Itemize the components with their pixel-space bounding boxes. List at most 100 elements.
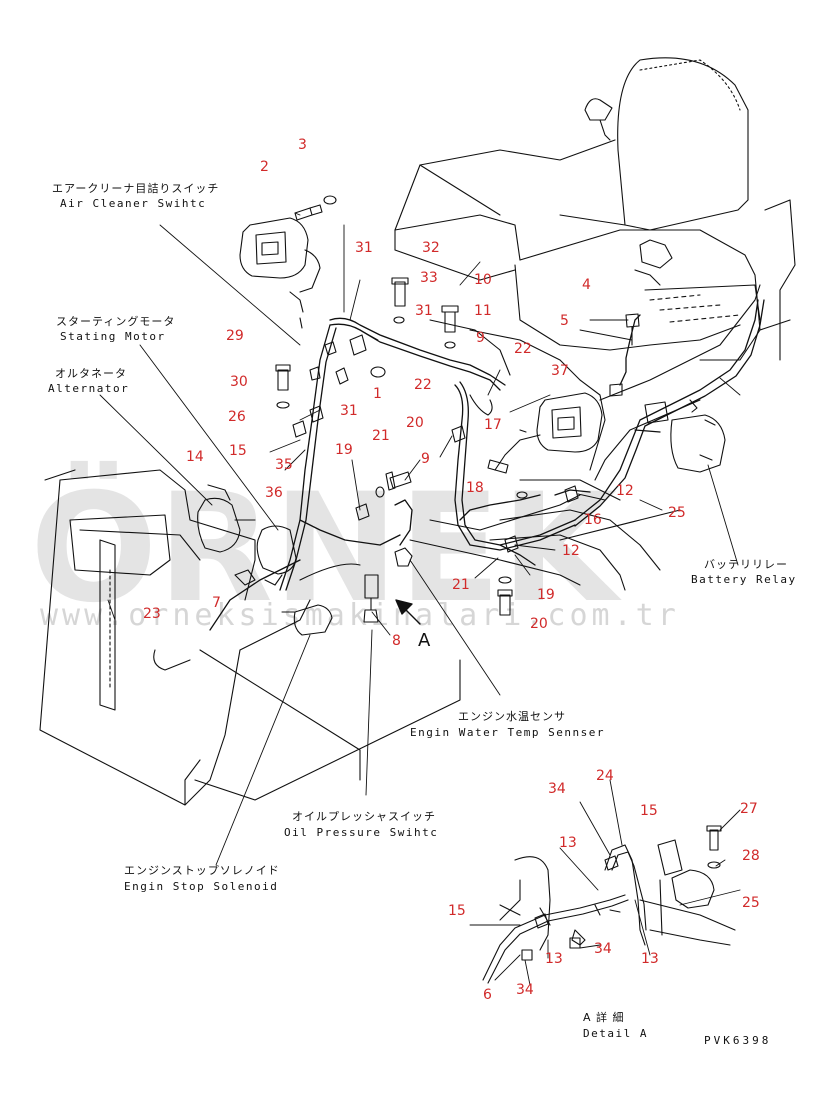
work-lamp-left	[239, 217, 321, 329]
engine-frame	[39, 469, 461, 806]
callout-34-detail-bottom: 34	[516, 982, 534, 998]
wiring-harness	[209, 299, 765, 631]
callout-19-lower: 19	[537, 587, 555, 603]
battery-relay	[670, 399, 726, 473]
callout-11: 11	[474, 303, 492, 319]
callout-13-detail-b: 13	[545, 951, 563, 967]
alternator-label-ja: オルタネータ	[55, 367, 127, 380]
watermark-brand: ÖRNEK	[30, 460, 622, 636]
alternator-label-en: Alternator	[48, 382, 130, 395]
bolt-20-upper	[375, 471, 412, 498]
callout-34-detail-mid: 34	[594, 941, 612, 957]
callout-33: 33	[420, 270, 438, 286]
air-cleaner-switch-label-ja: エアークリーナ目詰りスイッチ	[52, 182, 220, 195]
callout-31-mid: 31	[415, 303, 433, 319]
callout-15-main: 15	[229, 443, 247, 459]
watermark-url: www.orneksismakinalari.com.tr	[40, 598, 680, 633]
water-temp-sensor	[394, 547, 413, 567]
washer-3	[323, 195, 337, 205]
callout-10: 10	[474, 272, 492, 288]
bolt-11	[441, 305, 459, 349]
callout-23: 23	[143, 606, 161, 622]
engine-stop-solenoid-label-en: Engin Stop Solenoid	[124, 880, 279, 893]
bolt-18	[487, 459, 528, 499]
callout-20-upper: 20	[406, 415, 424, 431]
callout-12-lower: 12	[562, 543, 580, 559]
detail-a-title-ja: A 詳 細	[583, 1011, 625, 1024]
view-marker-a: A	[418, 630, 431, 651]
callout-31-lower: 31	[340, 403, 358, 419]
starting-motor	[234, 525, 297, 586]
callout-15-detail-left: 15	[448, 903, 466, 919]
callout-24: 24	[596, 768, 614, 784]
callout-25-detail: 25	[742, 895, 760, 911]
operator-seat	[394, 57, 796, 361]
callout-15-detail-top: 15	[640, 803, 658, 819]
callout-9-upper: 9	[476, 330, 485, 346]
callout-31-top: 31	[355, 240, 373, 256]
callout-5: 5	[560, 313, 569, 329]
callout-34-detail-top: 34	[548, 781, 566, 797]
view-arrow-a	[395, 599, 421, 625]
detail-a-drawing	[482, 825, 736, 984]
bolt-33	[391, 277, 409, 324]
clamps	[292, 334, 579, 553]
oil-pressure-switch-label-ja: オイルプレッシャスイッチ	[292, 810, 436, 823]
callout-26: 26	[228, 409, 246, 425]
oil-pressure-switch-label-en: Oil Pressure Swihtc	[284, 826, 439, 839]
callout-30: 30	[230, 374, 248, 390]
relay-4	[609, 313, 640, 397]
callout-2: 2	[260, 159, 269, 175]
alternator	[197, 484, 256, 553]
battery-relay-label-ja: バッテリリレー	[704, 558, 788, 571]
callout-21-lower: 21	[452, 577, 470, 593]
callout-29: 29	[226, 328, 244, 344]
callout-7: 7	[212, 595, 221, 611]
callout-36: 36	[265, 485, 283, 501]
bolt-2	[294, 204, 323, 221]
callout-17: 17	[484, 417, 502, 433]
engine-stop-solenoid	[281, 604, 333, 636]
callout-13-detail-a: 13	[559, 835, 577, 851]
callout-37: 37	[551, 363, 569, 379]
callout-18: 18	[466, 480, 484, 496]
callout-22-lower: 22	[414, 377, 432, 393]
detail-a-title-en: Detail A	[583, 1027, 648, 1040]
leader-lines	[99, 212, 741, 986]
water-temp-sensor-label-en: Engin Water Temp Sennser	[410, 726, 605, 739]
water-temp-sensor-label-ja: エンジン水温センサ	[458, 710, 566, 723]
bolt-20-lower	[497, 576, 513, 616]
callout-13-detail-c: 13	[641, 951, 659, 967]
callout-9-lower: 9	[421, 451, 430, 467]
battery-relay-label-en: Battery Relay	[691, 573, 797, 586]
callout-14: 14	[186, 449, 204, 465]
callout-28: 28	[742, 848, 760, 864]
drawing-code: PVK6398	[704, 1034, 772, 1047]
callout-20-lower: 20	[530, 616, 548, 632]
callout-32: 32	[422, 240, 440, 256]
callout-6-detail: 6	[483, 987, 492, 1003]
callout-3: 3	[298, 137, 307, 153]
callout-12-upper: 12	[616, 483, 634, 499]
callout-22-upper: 22	[514, 341, 532, 357]
starting-motor-label-ja: スターティングモータ	[56, 315, 176, 328]
callout-16: 16	[584, 512, 602, 528]
oil-pressure-switch	[363, 574, 379, 623]
callout-4: 4	[582, 277, 591, 293]
bolt-29	[275, 364, 291, 409]
starting-motor-label-en: Stating Motor	[60, 330, 166, 343]
chassis-rails	[409, 284, 761, 591]
callout-8: 8	[392, 633, 401, 649]
callout-35: 35	[275, 457, 293, 473]
work-lamp-right	[494, 392, 603, 471]
fuse-box	[644, 401, 669, 424]
callout-27: 27	[740, 801, 758, 817]
callout-21-upper: 21	[372, 428, 390, 444]
air-cleaner-switch-label-en: Air Cleaner Swihtc	[60, 197, 207, 210]
callout-1: 1	[373, 386, 382, 402]
callout-25-main: 25	[668, 505, 686, 521]
callout-19-upper: 19	[335, 442, 353, 458]
engine-stop-solenoid-label-ja: エンジンストップソレノイド	[124, 864, 280, 877]
